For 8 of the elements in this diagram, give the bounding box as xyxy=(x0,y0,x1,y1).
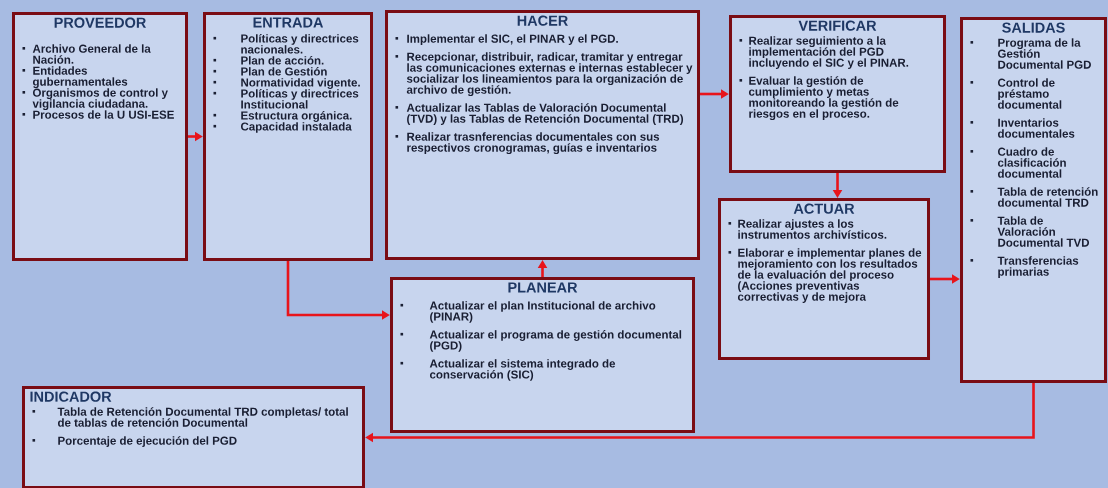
process-box: VERIFICAR Realizar seguimiento a la implementación del PGD incluyendo el SIC y el PINAR. Evaluar la gestión de cumplimiento y metas monitoreando la gestión de riesgos en el proceso. xyxy=(729,15,946,173)
process-box: ACTUAR Realizar ajustes a los instrumentos archivísticos. Elaborar e implementar planes de mejoramiento con los resultados de la evaluación del proceso (Acciones preventivas correctivas y de mejora xyxy=(718,198,930,360)
process-box: PLANEAR Actualizar el plan Institucional de archivo (PINAR) Actualizar el programa de gestión documental (PGD) Actualizar el sistema integrado de conservación (SIC) xyxy=(390,277,695,433)
process-box: PROVEEDOR Archivo General de la Nación. Entidades gubernamentales Organismos de control y vigilancia ciudadana. Procesos de la U USI-ESE xyxy=(12,12,188,261)
process-box: ENTRADA Políticas y directrices nacionales. Plan de acción. Plan de Gestión Normatividad vigente. Políticas y directrices Institucional Estructura orgánica. Capacidad instalada xyxy=(203,12,373,261)
process-box: SALIDAS Programa de la Gestión Documental PGD Control de préstamo documental Inventarios documentales Cuadro de clasificación documental Tabla de retención documental TRD Tabla de Valoración Documental TVD Transferencias primarias xyxy=(960,17,1107,383)
process-box: HACER Implementar el SIC, el PINAR y el PGD. Recepcionar, distribuir, radicar, tramitar y entregar las comunicaciones externas e internas establecer y socializar los lineamientos para la organización de archivo de gestión. Actualizar las Tablas de Valoración Documental (TVD) y las Tablas de Retención Documental (TRD) Realizar trasnferencias documentales con sus respectivos cronogramas, guías e inventarios xyxy=(385,10,700,260)
process-box: INDICADOR Tabla de Retención Documental TRD completas/ total de tablas de retención Documental Porcentaje de ejecución del PGD xyxy=(22,386,365,488)
